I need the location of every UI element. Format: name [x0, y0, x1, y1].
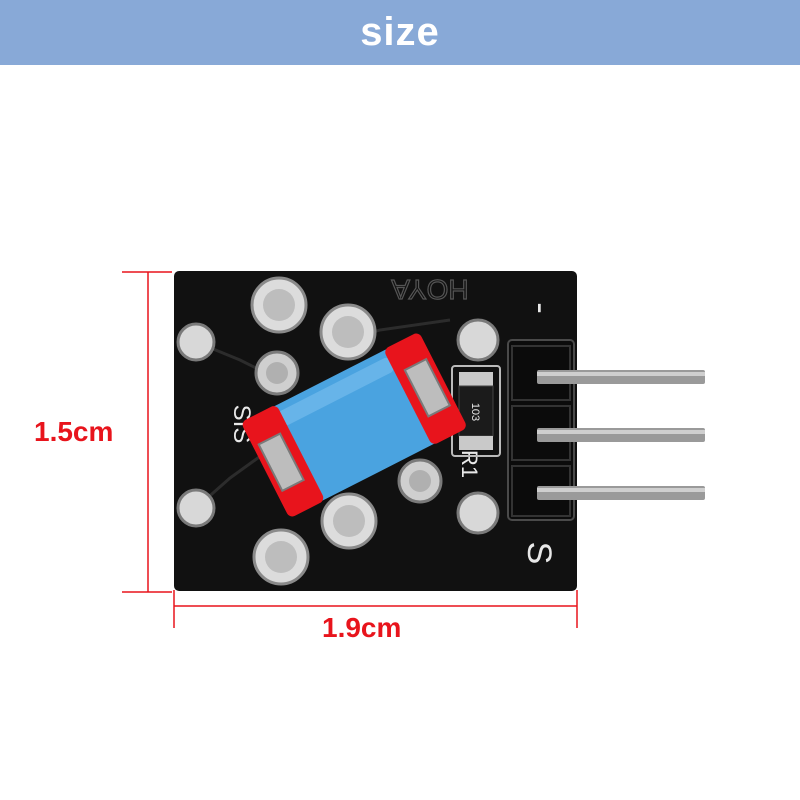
resistor-code: 103	[469, 403, 481, 421]
tilt-switch-icon	[242, 333, 466, 517]
width-dimension-line	[173, 590, 578, 628]
height-label: 1.5cm	[34, 416, 114, 447]
silkscreen-resistor-ref: R1	[457, 450, 482, 478]
silkscreen-pin-minus: -	[522, 302, 560, 313]
resistor-icon: 103	[451, 365, 501, 457]
silkscreen-brand: HOYA	[391, 274, 469, 305]
solder-pads	[176, 276, 500, 586]
header-title: size	[360, 10, 440, 54]
silkscreen-pin-signal: S	[520, 542, 558, 565]
pin-header-icon	[507, 339, 705, 521]
height-dimension-line	[122, 271, 172, 593]
width-label: 1.9cm	[322, 612, 402, 643]
header-bar: size	[0, 0, 800, 65]
